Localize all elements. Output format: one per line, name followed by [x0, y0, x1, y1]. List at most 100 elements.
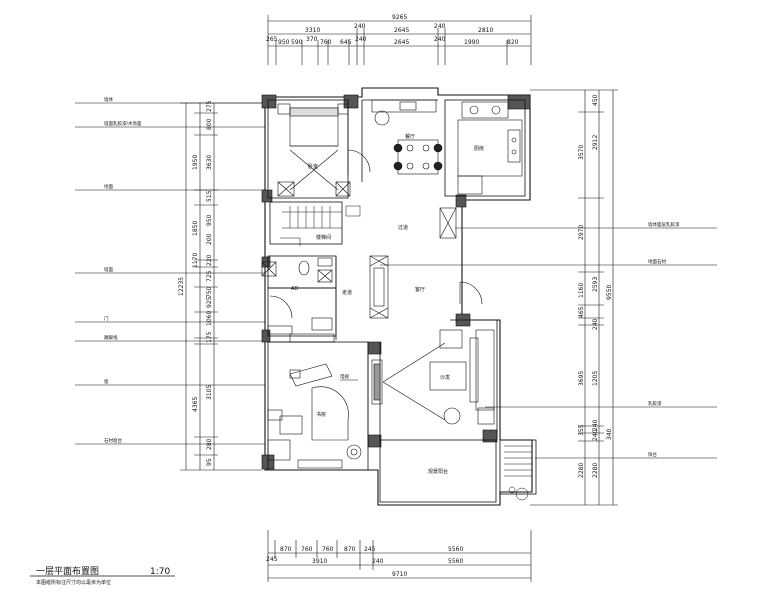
top-dim-r3-8: 240: [434, 36, 446, 43]
right-dim-r2-5: 340: [606, 428, 613, 440]
right-dim-r2-3: 355: [578, 424, 585, 436]
stairs: [280, 205, 361, 246]
right-dim-overall: 9550: [606, 285, 613, 300]
bedroom-furniture: [277, 103, 371, 197]
top-dim-r2-0: 3310: [305, 27, 320, 34]
note-right-2: 乳胶漆: [648, 400, 662, 407]
left-dim-r2-0: 1950: [192, 155, 199, 170]
top-dim-r3-9: 1990: [464, 39, 479, 46]
note-left-6: 窗: [104, 378, 109, 385]
study-furniture: [267, 363, 362, 469]
drawing-title: 一层平面布置图: [36, 565, 99, 577]
room-sofa: 沙发: [440, 374, 450, 381]
right-dim-r2-4: 2280: [578, 463, 585, 478]
bottom-dimensions: [267, 530, 532, 582]
left-dim-4: 1850: [192, 221, 199, 236]
note-left-5: 踢脚线: [104, 334, 118, 341]
right-dim-r2-2: 3695: [578, 371, 585, 386]
bottom-dim-r1-6: 5560: [448, 546, 463, 553]
top-dim-r3-6: 240: [355, 36, 367, 43]
note-right-0: 墙体面层乳胶漆: [648, 221, 680, 228]
right-dim-2: 2970: [578, 225, 585, 240]
left-dim-10: 3105: [206, 385, 213, 400]
room-hall: 过道: [398, 224, 408, 231]
left-dim-r2-4: 750: [206, 286, 213, 298]
left-dim-r2-2: 200: [206, 233, 213, 245]
top-dim-r3-3: 370: [306, 36, 318, 43]
left-dim-6: 725: [206, 270, 213, 282]
left-dim-overall: 12235: [178, 277, 185, 296]
right-dim-9: 2280: [592, 463, 599, 478]
left-dim-9: 4365: [192, 397, 199, 412]
top-dim-r3-1: 950: [278, 39, 290, 46]
kitchen-furniture: [457, 101, 523, 195]
right-dim-1: 2912: [592, 135, 599, 150]
top-dim-r3-4: 760: [320, 39, 332, 46]
room-dining: 餐厅: [405, 133, 415, 140]
living-furniture: [371, 329, 495, 425]
right-dim-3: 2593: [592, 277, 599, 292]
right-dim-r2-0: 3570: [578, 145, 585, 160]
room-study: 书房: [316, 411, 326, 418]
note-left-0: 墙体: [104, 96, 113, 103]
left-dim-7: 925: [206, 296, 213, 308]
bottom-dim-r2-0: 3910: [312, 558, 327, 565]
bottom-dim-r1-4: 870: [344, 546, 356, 553]
room-balcony: 观景阳台: [428, 468, 448, 475]
note-mid-tv: 电视: [340, 373, 349, 380]
left-dim-r2-3: 950: [206, 214, 213, 226]
right-dim-5: 240: [592, 318, 599, 330]
bottom-dim-r2-2: 5560: [448, 558, 463, 565]
top-dim-r2-1: 240: [354, 23, 366, 30]
note-right-3: 阳台: [648, 451, 657, 458]
top-dim-overall: 9265: [392, 14, 407, 21]
drawing-note: 本图纸所标注尺寸均以毫米为单位: [36, 579, 111, 586]
left-dim-8: 175: [206, 331, 213, 343]
leader-lines: [75, 102, 717, 459]
room-living: 客厅: [415, 286, 425, 293]
right-dim-8: 240: [592, 429, 599, 441]
top-dimensions: [267, 15, 532, 65]
left-dim-1: 800: [206, 118, 213, 130]
bottom-dim-r1-2: 760: [301, 546, 313, 553]
note-right-1: 地面石材: [648, 258, 666, 265]
right-dimensions: [530, 89, 618, 506]
note-left-3: 墙面: [104, 266, 113, 273]
right-dim-6: 1205: [592, 371, 599, 386]
note-left-7: 石材窗台: [104, 437, 122, 444]
left-dim-r2-5: 1060: [206, 311, 213, 326]
room-bedroom: 卧室: [308, 163, 318, 170]
left-dim-3: 515: [206, 190, 213, 202]
note-left-2: 地面: [104, 183, 113, 190]
room-ad: AD: [291, 286, 298, 292]
left-dim-12: 95: [206, 458, 213, 466]
top-dim-r2-2: 2645: [394, 27, 409, 34]
room-stairs: 楼梯间: [316, 234, 331, 241]
left-dim-5: 220: [206, 254, 213, 266]
top-dim-r3-10: 820: [507, 39, 519, 46]
balcony-details: [504, 445, 532, 501]
interior-walls: [267, 99, 537, 503]
drawing-scale: 1:70: [150, 567, 170, 577]
top-dim-r2-4: 2810: [478, 27, 493, 34]
bottom-dim-r2-1: 240: [372, 558, 384, 565]
top-dim-r3-5: 645: [340, 39, 352, 46]
exterior-walls: [264, 87, 533, 506]
toilet-fixtures: [261, 257, 335, 343]
room-corridor: 走道: [342, 289, 352, 296]
left-dim-0: 275: [206, 100, 213, 112]
bottom-dim-r1-0: 245: [266, 556, 278, 563]
right-dim-r2-1: 1160: [578, 283, 585, 298]
right-dim-0: 450: [592, 94, 599, 106]
right-dim-4: 465: [578, 306, 585, 318]
bottom-dim-overall: 9710: [392, 571, 407, 578]
note-left-4: 门: [104, 315, 109, 322]
note-left-1: 墙面乳胶漆/木饰面: [104, 120, 142, 127]
top-dim-r2-3: 240: [434, 23, 446, 30]
left-dim-2: 3630: [206, 155, 213, 170]
bottom-dim-r1-3: 760: [322, 546, 334, 553]
room-kitchen: 厨房: [474, 145, 484, 152]
dining-furniture: [371, 99, 443, 175]
